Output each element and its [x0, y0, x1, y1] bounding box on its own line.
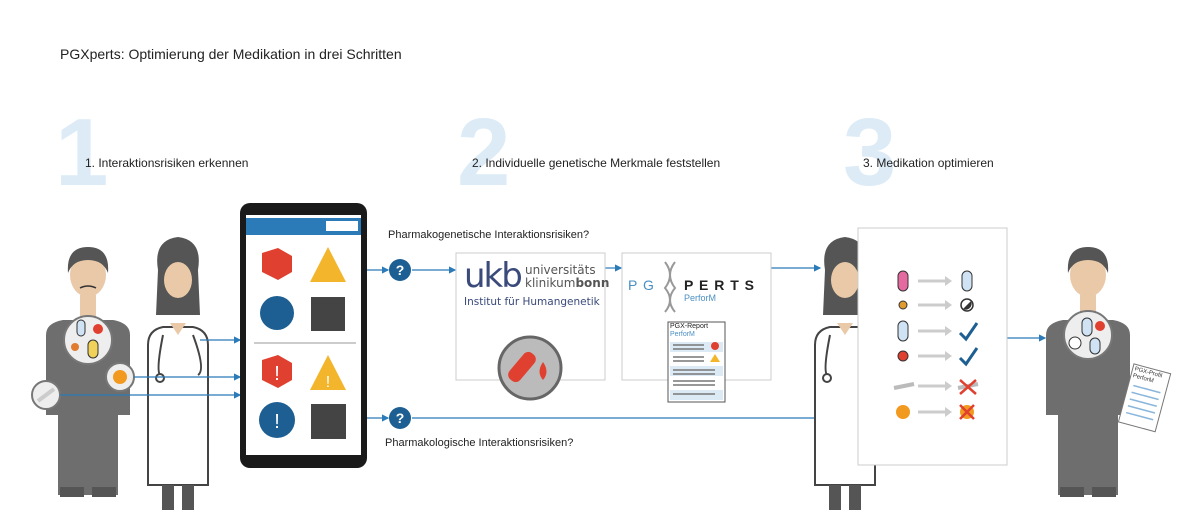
report-title: PGX-Report — [670, 323, 709, 330]
ukb-name-line1: universitäts — [525, 263, 596, 277]
dna-warning-triangle-icon — [310, 247, 346, 282]
info-circle-icon — [259, 402, 295, 438]
medication-checklist-panel — [857, 227, 1008, 466]
step-label-2: 2. Individuelle genetische Merkmale fest… — [472, 156, 721, 170]
report-subtitle: PerforM — [670, 331, 695, 338]
patient-figure-2 — [1046, 247, 1172, 497]
svg-text:?: ? — [396, 262, 405, 278]
check-icon — [958, 347, 979, 367]
doctor-figure-1 — [147, 236, 209, 511]
ukb-name: universitäts klinikumbonn — [525, 264, 609, 290]
svg-text:!: ! — [326, 374, 330, 391]
ukb-name-klinikum: klinikum — [525, 276, 576, 290]
svg-text:?: ? — [396, 410, 405, 426]
step-number-1: 1 — [55, 99, 109, 206]
svg-text:!: ! — [274, 411, 280, 433]
question-icon-genetic: ? — [389, 259, 411, 281]
genetic-risk-question: Pharmakogenetische Interaktionsrisiken? — [388, 229, 590, 241]
pgx-logo-right: P E R T S — [684, 277, 755, 293]
warning-triangle-icon — [310, 355, 346, 390]
check-icon — [958, 322, 979, 342]
pgx-logo-left: P G — [628, 277, 655, 293]
step-number-2: 2 — [457, 99, 511, 206]
ukb-name-line2: klinikumbonn — [525, 277, 609, 290]
pharmacological-risk-question: Pharmakologische Interaktionsrisiken? — [385, 437, 574, 449]
dna-warning-hexagon-icon — [262, 248, 292, 280]
pgx-subtitle: PerforM — [684, 293, 717, 303]
pgx-profile-document — [1117, 363, 1172, 433]
ukb-institute: Institut für Humangenetik — [464, 296, 600, 308]
svg-text:!: ! — [274, 363, 280, 385]
dna-logo-icon — [663, 261, 677, 313]
medication-changes — [893, 270, 979, 420]
step-label-1: 1. Interaktionsrisiken erkennen — [85, 156, 249, 170]
blood-test-tube-icon — [497, 335, 563, 401]
patient-figure-1 — [46, 247, 130, 497]
step-label-3: 3. Medikation optimieren — [863, 156, 994, 170]
warning-hexagon-icon — [262, 355, 292, 388]
ukb-name-bonn: bonn — [575, 276, 610, 290]
smartphone: ! ! ! — [240, 203, 367, 468]
gray-square-icon — [311, 404, 346, 439]
ukb-logo-mark: ukb — [464, 256, 523, 296]
page-title: PGXperts: Optimierung der Medikation in … — [60, 46, 402, 62]
step-number-3: 3 — [843, 99, 897, 206]
dna-circle-icon — [260, 296, 294, 330]
question-icon-pharmacological: ? — [389, 407, 411, 429]
dna-square-icon — [311, 297, 345, 331]
pgx-report-header: PGX-Report PerforM — [670, 323, 708, 339]
